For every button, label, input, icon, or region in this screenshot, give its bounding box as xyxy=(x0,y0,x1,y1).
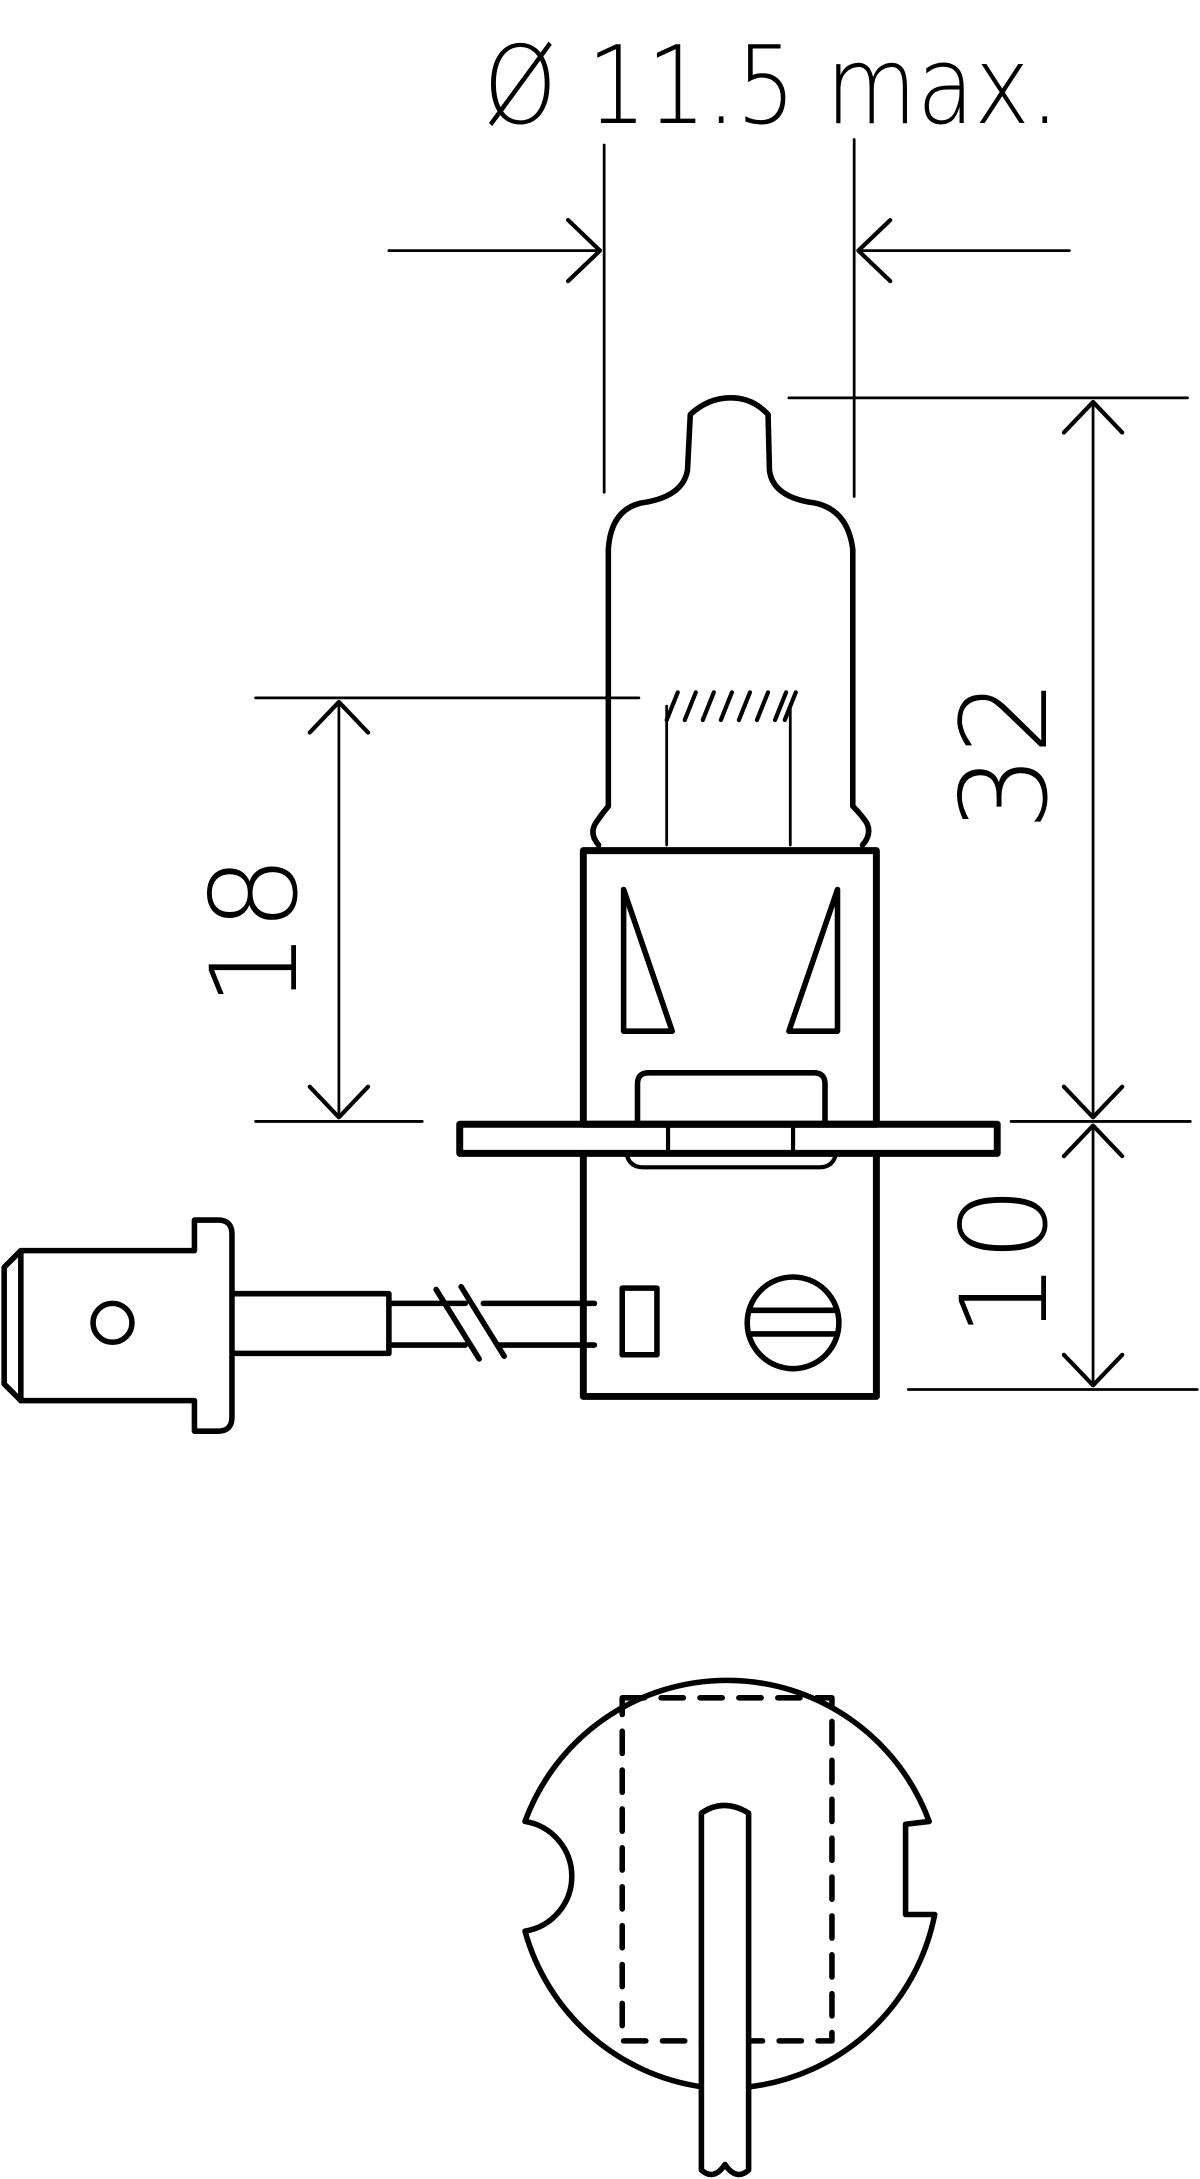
base-triangle-left xyxy=(620,886,675,1034)
arrow-up-icon xyxy=(1061,399,1125,435)
overall-height-dimension xyxy=(787,396,1192,1123)
base-height-dimension xyxy=(906,1123,1199,1391)
base-height-label: 10 xyxy=(936,1186,1075,1338)
bottom-view-pin xyxy=(698,1802,752,2178)
arrow-right-icon xyxy=(565,217,603,284)
base-contact-circle xyxy=(744,1274,842,1372)
glass-bulb-outline xyxy=(590,395,872,848)
base-upper-housing xyxy=(579,847,880,1128)
base-clip xyxy=(634,1070,828,1127)
arrow-down-icon xyxy=(1061,1352,1125,1388)
connector-lead xyxy=(1,1217,598,1434)
arrow-up-icon xyxy=(307,699,371,735)
flat-connector-outline xyxy=(1,1217,235,1434)
flange-bottom-lip xyxy=(624,1151,839,1170)
diameter-label: Ø 11.5 max. xyxy=(483,22,1059,149)
mounting-flange xyxy=(456,1120,1001,1157)
filament-height-dimension xyxy=(254,696,641,1123)
overall-height-label: 32 xyxy=(936,679,1075,831)
filament-height-label: 18 xyxy=(186,855,325,1007)
base-triangle-right xyxy=(786,886,841,1034)
crimp-sleeve xyxy=(229,1290,392,1357)
arrow-down-icon xyxy=(307,1084,371,1120)
filament-coil xyxy=(664,690,798,723)
base-slot xyxy=(619,1285,660,1358)
bottom-view-dashed-square xyxy=(619,1695,835,2044)
bottom-view xyxy=(522,1677,938,2178)
arrow-down-icon xyxy=(1061,1084,1125,1120)
connector-hole xyxy=(90,1300,135,1346)
arrow-left-icon xyxy=(856,217,893,284)
bottom-view-outline xyxy=(522,1677,938,2090)
arrow-up-icon xyxy=(1061,1123,1125,1159)
break-mark-left xyxy=(433,1286,482,1362)
break-mark-right xyxy=(458,1283,507,1359)
base-lower-housing xyxy=(579,1149,880,1400)
diameter-dimension xyxy=(387,138,1071,498)
